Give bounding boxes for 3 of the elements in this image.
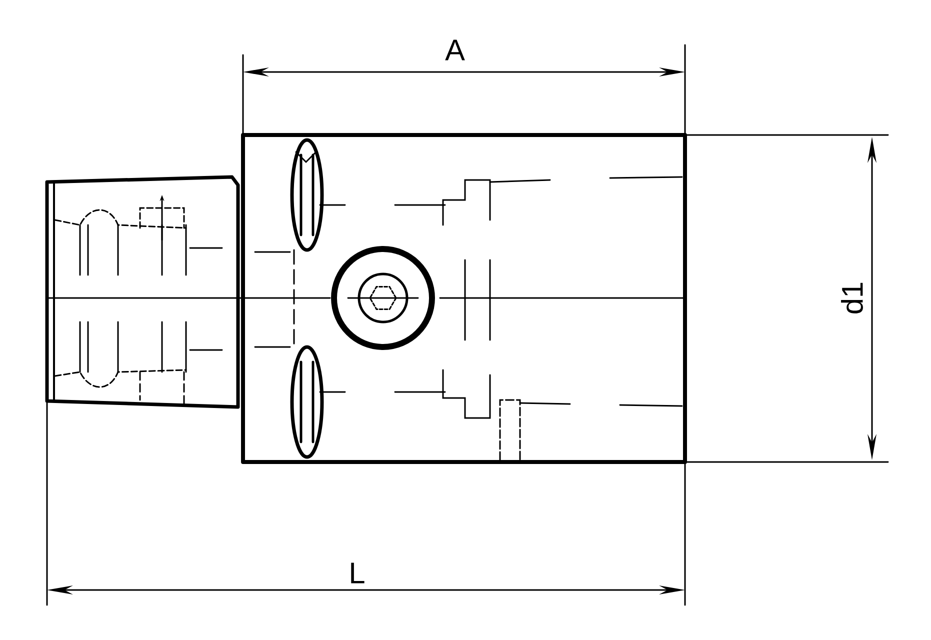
dimension-label: L — [351, 562, 364, 584]
dimension-label: d1 — [841, 282, 863, 314]
dimension-label: A — [445, 40, 465, 60]
